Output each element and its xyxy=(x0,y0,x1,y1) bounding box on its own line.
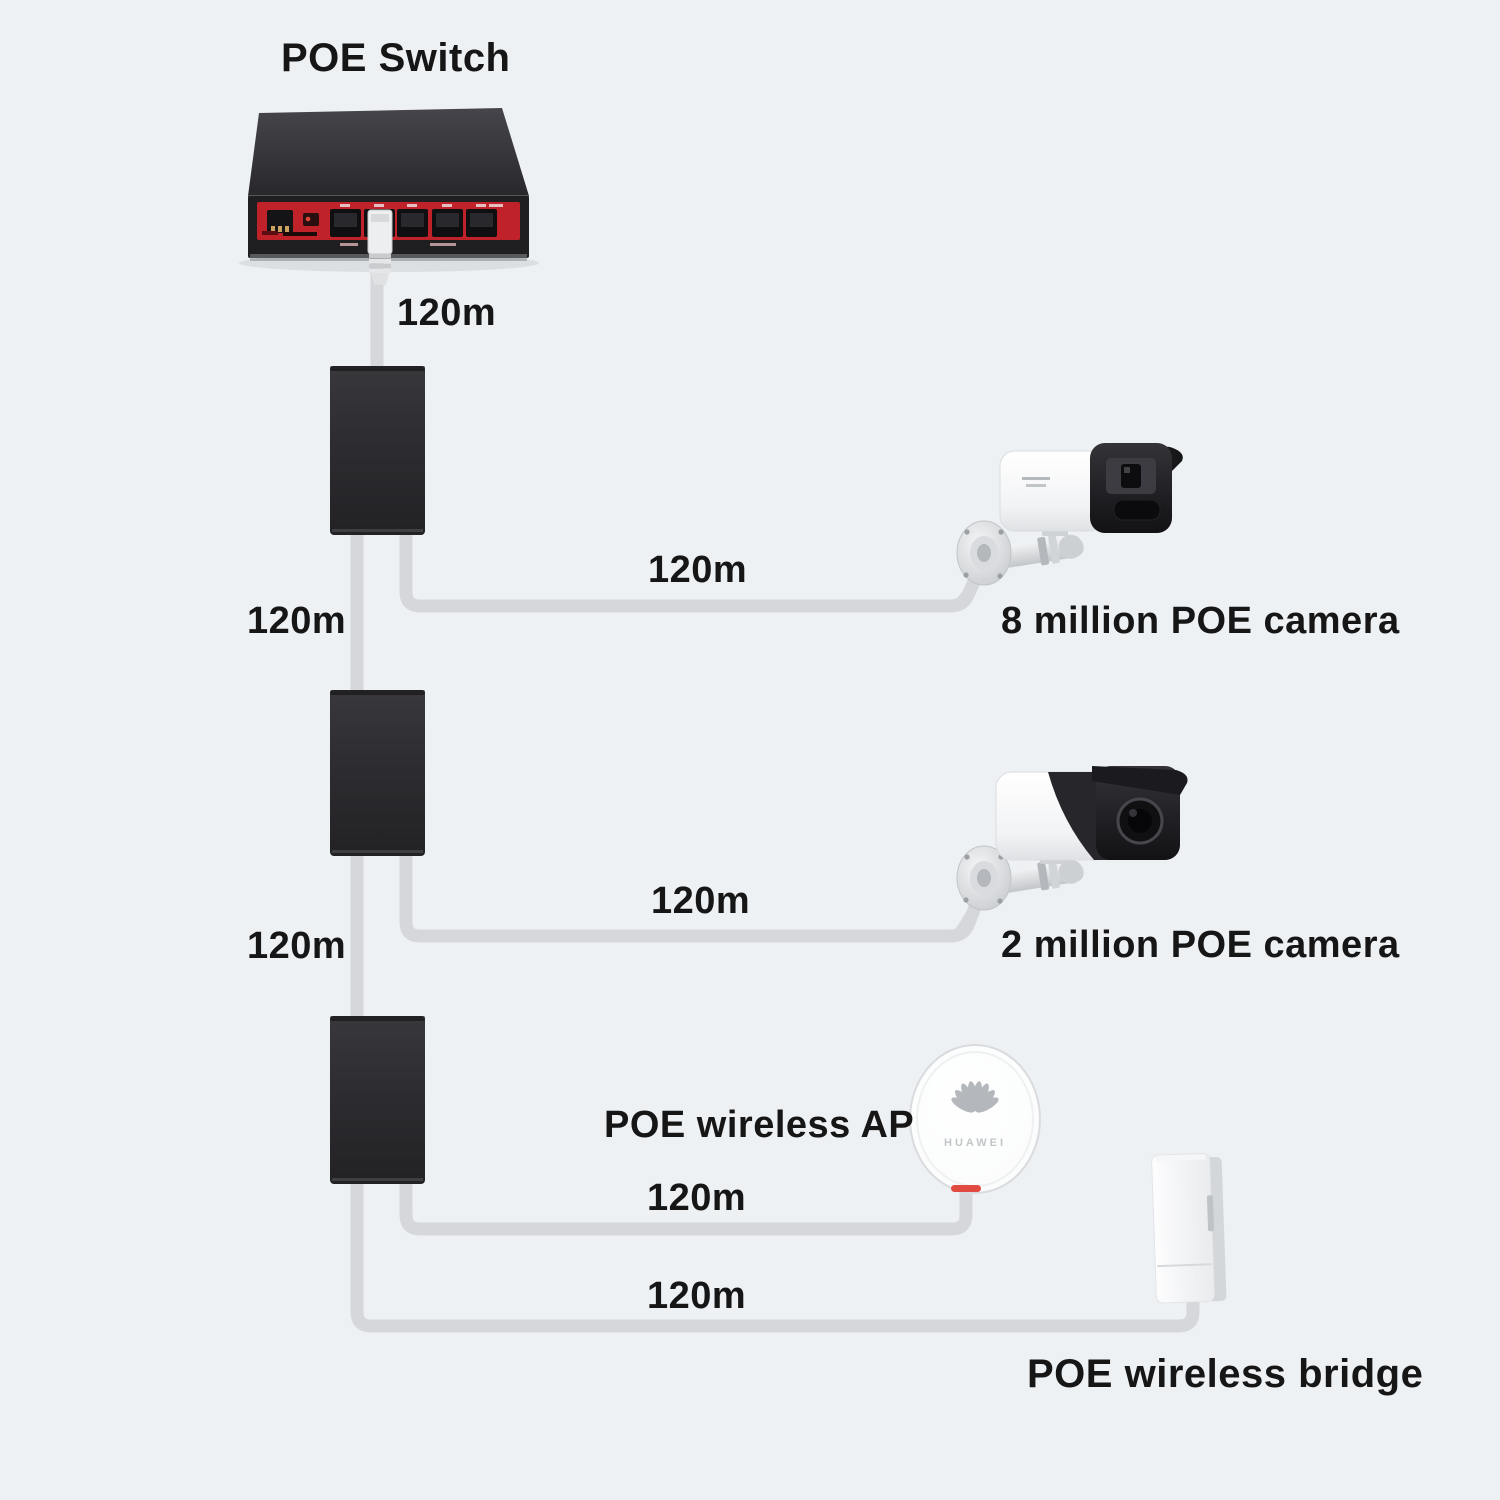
port-pin xyxy=(285,226,289,232)
ap-logo-text: HUAWEI xyxy=(944,1137,1006,1149)
wireless-bridge-label: POE wireless bridge xyxy=(1027,1352,1424,1396)
bridge-led-strip xyxy=(1206,1195,1215,1232)
huawei-logo-icon xyxy=(951,1081,999,1113)
rj45-port xyxy=(432,204,463,237)
poe-switch-label: POE Switch xyxy=(281,36,511,80)
port-pin xyxy=(278,226,282,232)
camera-brand-print xyxy=(1022,477,1050,480)
cable-distance-label: 120m xyxy=(397,292,497,334)
poe-switch-device xyxy=(239,108,539,285)
cable-distance-label: 120m xyxy=(647,1177,747,1219)
ap-status-stripe xyxy=(951,1185,981,1192)
camera-body xyxy=(999,450,1105,532)
rj45-port xyxy=(397,204,428,237)
switch-top-face xyxy=(248,108,529,196)
wireless-ap-device: HUAWEI xyxy=(909,1044,1041,1194)
ap-body xyxy=(909,1044,1041,1194)
poe-extender-1 xyxy=(330,366,425,535)
camera-mount-base xyxy=(956,845,1012,911)
switch-dip-switch xyxy=(303,213,319,226)
rj45-port xyxy=(466,204,503,237)
cable-extender3-to-bridge xyxy=(350,1180,1200,1333)
cable-distance-label: 120m xyxy=(247,600,347,642)
camera-arm xyxy=(989,859,1084,895)
wireless-bridge-device xyxy=(1151,1153,1227,1304)
panel-print xyxy=(283,232,317,236)
panel-print xyxy=(340,243,358,246)
dip-switch-dot xyxy=(305,216,311,222)
panel-print xyxy=(262,231,278,235)
bridge-front-face xyxy=(1151,1153,1215,1304)
camera-2mp-device xyxy=(953,766,1188,937)
cable-distance-label: 120m xyxy=(651,880,751,922)
camera-ir-window xyxy=(1113,499,1161,521)
cable-extender3-to-ap xyxy=(399,1180,973,1236)
camera-8mp-label: 8 million POE camera xyxy=(1001,600,1400,642)
camera-mount-base xyxy=(956,520,1012,586)
camera-brand-print xyxy=(1026,484,1046,487)
poe-extender-3 xyxy=(330,1016,425,1184)
panel-print xyxy=(430,243,456,246)
cable-distance-label: 120m xyxy=(647,1275,747,1317)
poe-extender-2 xyxy=(330,690,425,856)
lens-glint xyxy=(1124,467,1130,473)
bridge-seam xyxy=(1157,1263,1212,1268)
camera-sun-shield xyxy=(1092,766,1188,795)
wireless-ap-label: POE wireless AP xyxy=(604,1104,915,1146)
ethernet-plug xyxy=(367,209,393,285)
camera-8mp-device xyxy=(954,443,1183,608)
cable-distance-label: 120m xyxy=(648,549,748,591)
cables xyxy=(350,246,1200,1333)
port-pin xyxy=(271,226,275,232)
bridge-top-bevel xyxy=(1155,1154,1206,1162)
rj45-port xyxy=(330,204,361,237)
camera-2mp-label: 2 million POE camera xyxy=(1001,924,1400,966)
lens-glint xyxy=(1129,809,1137,817)
camera-arm xyxy=(989,534,1084,570)
cable-distance-label: 120m xyxy=(247,925,347,967)
